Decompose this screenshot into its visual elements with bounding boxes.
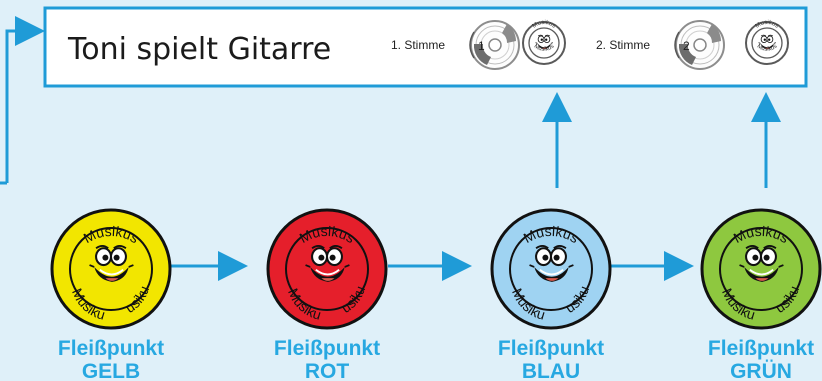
label-line1-rot: Fleißpunkt — [274, 337, 380, 360]
connector-lines — [0, 16, 781, 281]
cd-number-1: 1 — [478, 39, 485, 53]
badge-inner-ring-gruen — [719, 227, 803, 311]
label-line2-blau: BLAU — [522, 360, 580, 381]
cd-icon-1 — [470, 20, 520, 70]
badge-text-top-gruen: Musikus — [731, 223, 792, 246]
small-badge-text-top-2: Musikus — [755, 20, 780, 30]
badge-inner-ring-gelb — [69, 227, 153, 311]
badge-text-top-rot: Musikus — [297, 223, 358, 246]
song-title: Toni spielt Gitarre — [67, 32, 331, 67]
small-badge-text-bottom-2: Musikus — [756, 43, 779, 52]
title-bar: Toni spielt Gitarre 1. Stimme 1 Musikus … — [43, 6, 808, 88]
small-musikus-badge-1: Musikus Musikus — [522, 20, 566, 65]
cd-number-bracket-1 — [469, 31, 475, 59]
label-line1-blau: Fleißpunkt — [498, 337, 604, 360]
badge-inner-ring-rot — [285, 227, 369, 311]
badge-text-top-blau: Musikus — [521, 223, 582, 246]
label-line1-gelb: Fleißpunkt — [58, 337, 164, 360]
small-badge-text-top-1: Musikus — [532, 20, 557, 30]
label-line2-gruen: GRÜN — [730, 360, 792, 381]
badge-inner-ring-blau — [509, 227, 593, 311]
small-badge-text-bottom-1: Musikus — [533, 43, 556, 52]
voice-1-label: 1. Stimme — [391, 38, 445, 52]
cd-icon-2 — [675, 20, 725, 70]
cd-number-bracket-2 — [674, 31, 680, 59]
return-connector — [5, 16, 45, 183]
badge-text-top-gelb: Musikus — [81, 223, 142, 246]
voice-2-label: 2. Stimme — [596, 38, 650, 52]
small-musikus-badge-2: Musikus Musikus — [745, 20, 789, 65]
label-line2-gelb: GELB — [82, 360, 140, 381]
cd-number-2: 2 — [683, 39, 690, 53]
label-line1-gruen: Fleißpunkt — [708, 337, 814, 360]
label-line2-rot: ROT — [305, 360, 350, 381]
